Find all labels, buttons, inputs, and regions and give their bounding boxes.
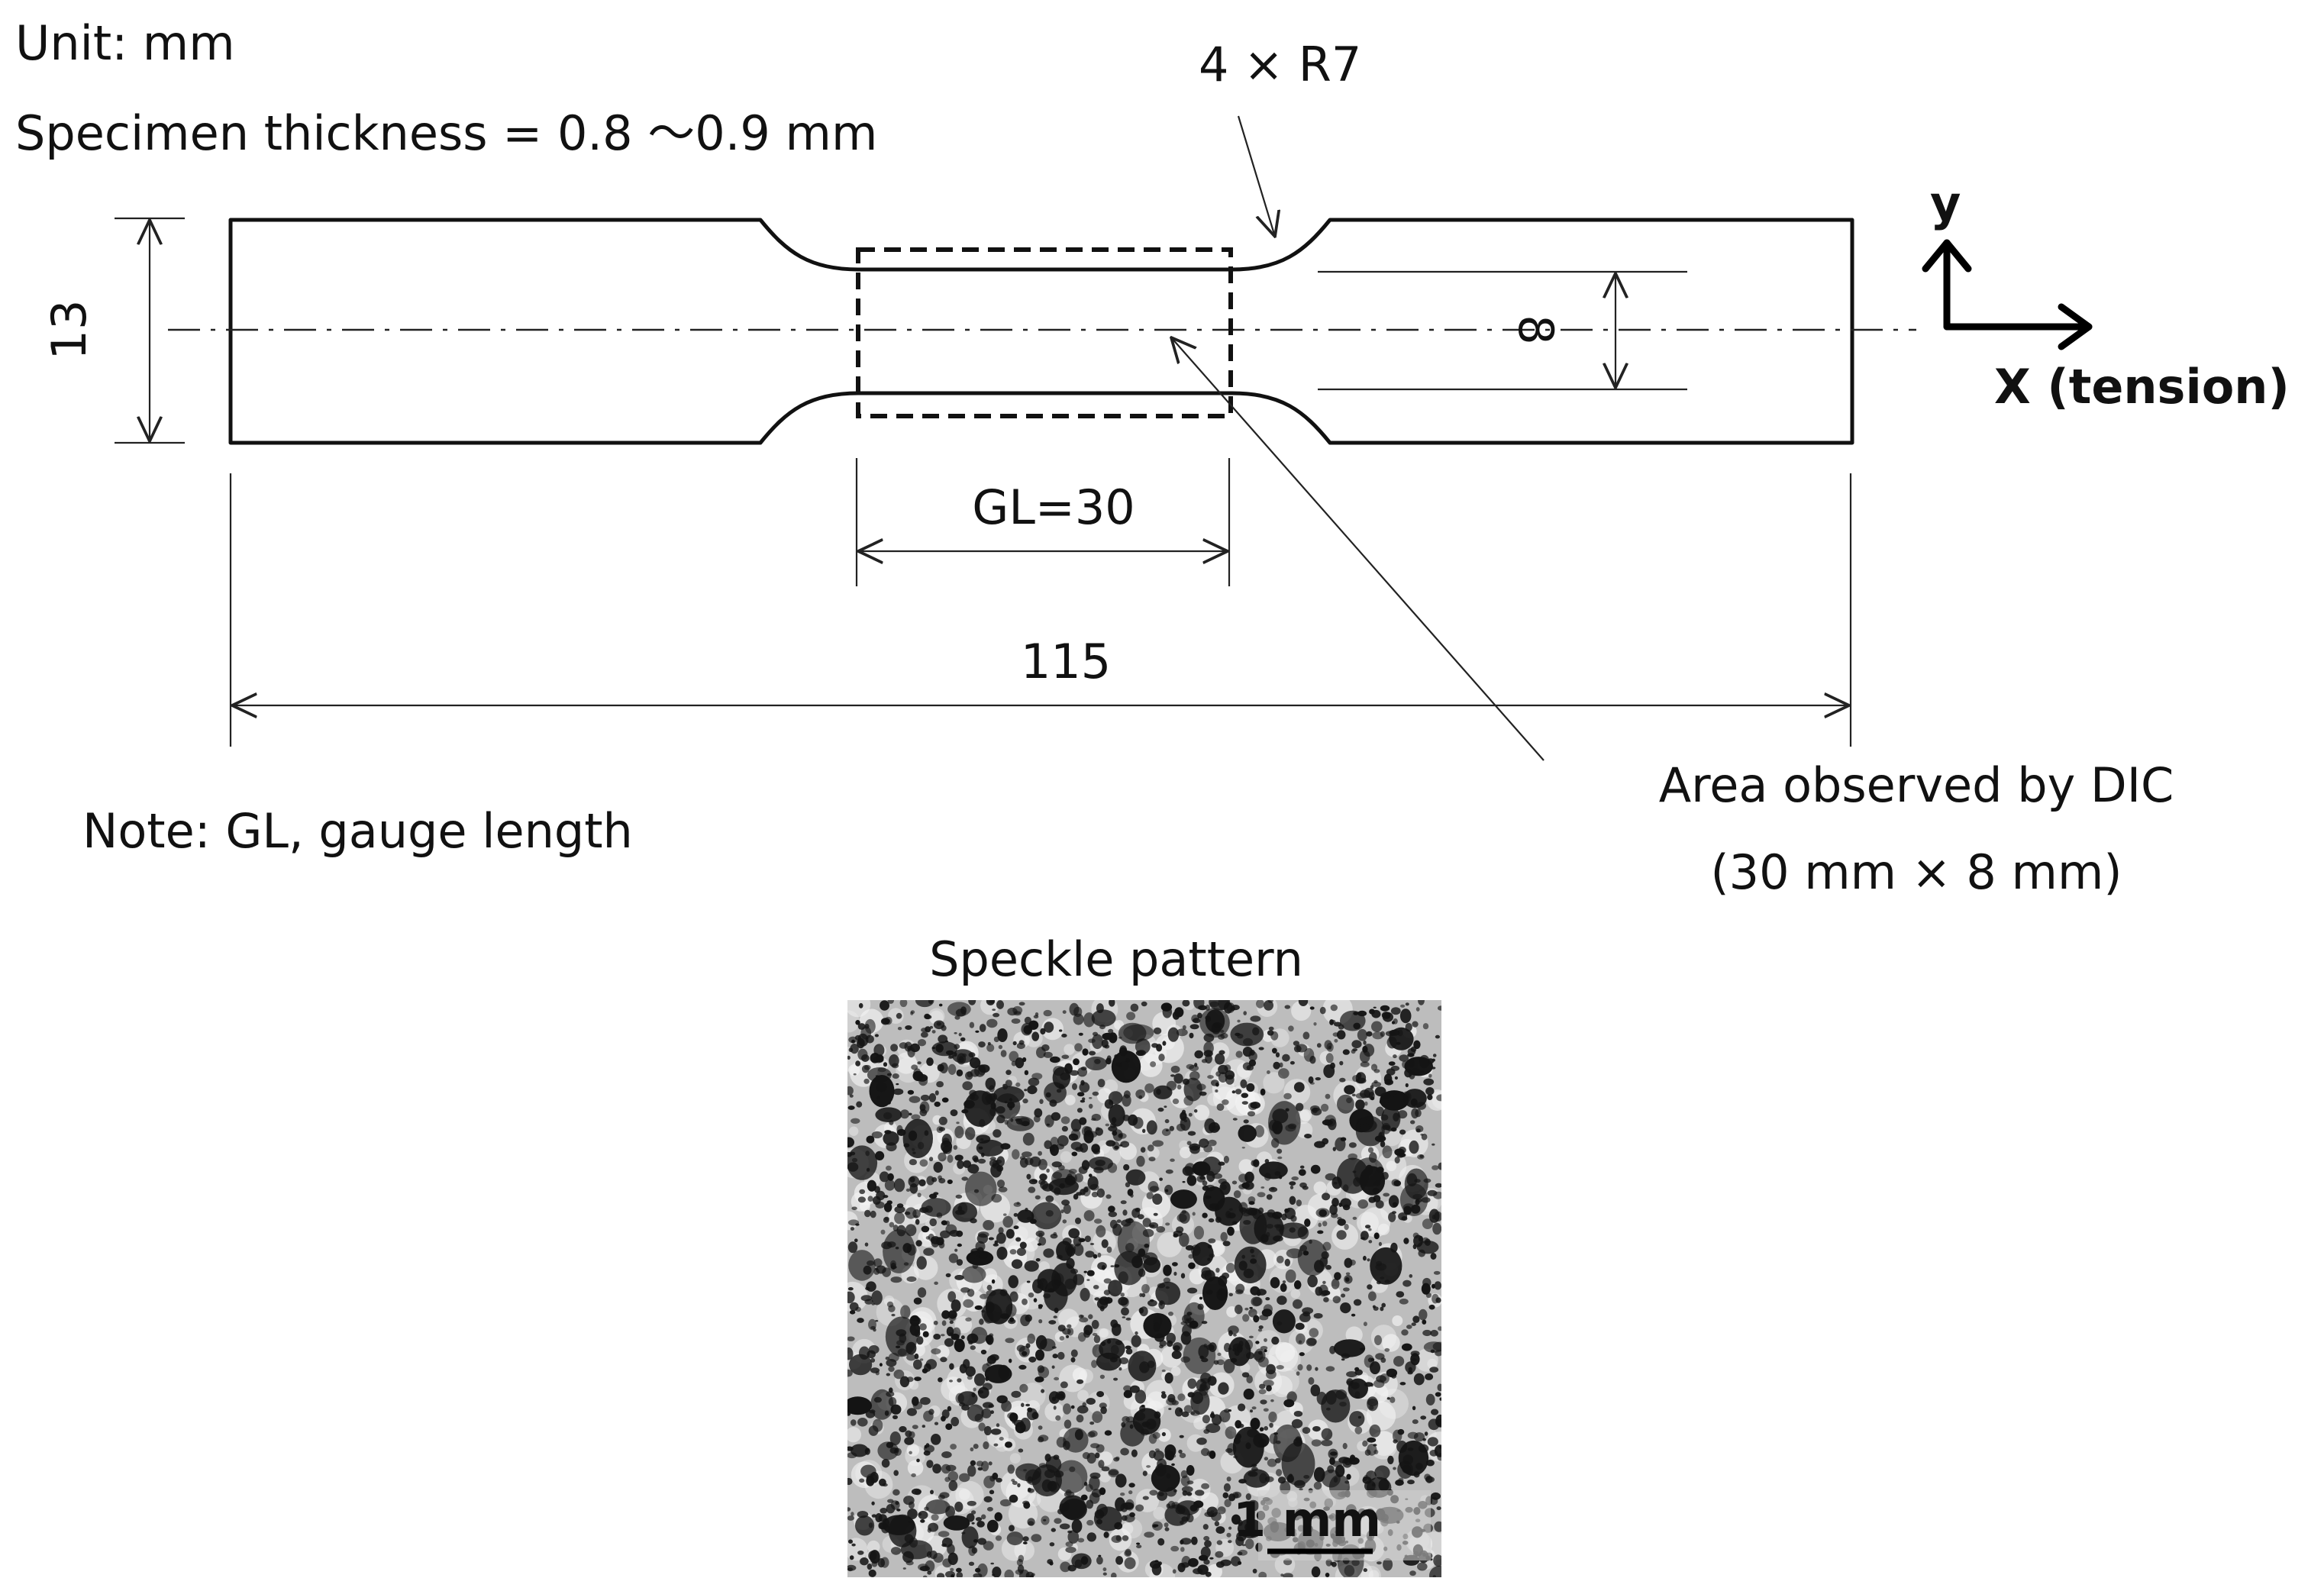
width-dimension-label: 13 bbox=[41, 300, 97, 360]
inner-width-dimension-label: 8 bbox=[1508, 315, 1564, 344]
dic-observed-area bbox=[856, 247, 1233, 418]
x-axis-arrow-head bbox=[2058, 303, 2093, 350]
fillet-leader-line bbox=[1237, 115, 1275, 237]
y-axis-label: y bbox=[1930, 176, 1961, 231]
dic-area-label-line2: (30 mm × 8 mm) bbox=[1710, 844, 2122, 900]
speckle-pattern-title: Speckle pattern bbox=[929, 931, 1303, 987]
y-axis-arrow-head bbox=[1922, 239, 1972, 273]
fillet-radius-label: 4 × R7 bbox=[1199, 37, 1361, 92]
dic-area-leader-line bbox=[1171, 337, 1544, 761]
unit-note: Unit: mm bbox=[15, 15, 235, 71]
speckle-dots bbox=[847, 1000, 1441, 1577]
total-length-label: 115 bbox=[1021, 634, 1111, 689]
scale-bar-label: 1 mm bbox=[1233, 1492, 1381, 1547]
dic-area-label-line1: Area observed by DIC bbox=[1659, 757, 2174, 813]
gauge-length-note: Note: GL, gauge length bbox=[82, 803, 633, 859]
speckle-pattern-image bbox=[847, 1000, 1441, 1577]
specimen-outline bbox=[228, 218, 1854, 445]
x-axis-label: X (tension) bbox=[1994, 359, 2290, 415]
gauge-length-label: GL=30 bbox=[972, 479, 1135, 535]
thickness-note: Specimen thickness = 0.8 ～0.9 mm bbox=[15, 105, 877, 161]
